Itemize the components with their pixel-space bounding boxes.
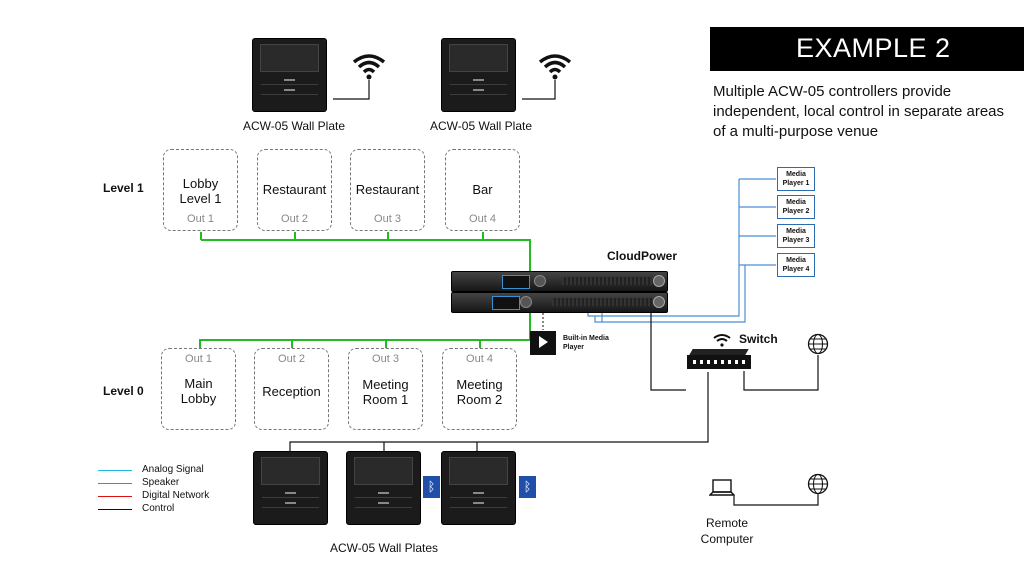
bluetooth-icon: ᛒ: [519, 476, 536, 498]
wifi-icon: [538, 52, 572, 85]
zone-level1-out3: Restaurant Out 3: [350, 149, 425, 231]
zone-name: Restaurant: [355, 182, 420, 197]
wifi-icon: [713, 333, 731, 352]
zone-level0-out2: Out 2 Reception: [254, 348, 329, 430]
example-title: EXAMPLE 2: [796, 33, 951, 63]
wall-plate-bottom-2: [347, 452, 420, 524]
globe-icon: [807, 333, 829, 360]
zone-level1-out2: Restaurant Out 2: [257, 149, 332, 231]
zone-out: Out 3: [374, 213, 401, 225]
wall-plate-bottom-3: [442, 452, 515, 524]
builtin-media-player: [530, 331, 556, 355]
zone-out: Out 1: [187, 213, 214, 225]
zone-name: Meeting Room 2: [456, 377, 503, 407]
zone-name: Reception: [262, 384, 321, 399]
legend-analog-label: Analog Signal: [142, 464, 204, 475]
wall-plate-top-1-label: ACW-05 Wall Plate: [243, 119, 346, 133]
example-banner: EXAMPLE 2: [710, 27, 1024, 71]
zone-level1-out1: Lobby Level 1 Out 1: [163, 149, 238, 231]
zone-level0-out4: Out 4 Meeting Room 2: [442, 348, 517, 430]
zone-name: Restaurant: [262, 182, 327, 197]
speaker-bus-level0: [199, 312, 531, 348]
wire-plate1-wifi: [333, 80, 370, 100]
cloudpower-amplifier: [451, 271, 668, 313]
zone-name: Bar: [472, 182, 493, 197]
wall-plate-bottom-1: [254, 452, 327, 524]
media-player-4: Media Player 4: [777, 253, 815, 277]
speaker-bus-level1: [200, 232, 531, 272]
zone-level0-out1: Out 1 Main Lobby: [161, 348, 236, 430]
wall-plate-top-2: [442, 39, 515, 111]
zone-name: Main Lobby: [180, 376, 217, 406]
example-description: Multiple ACW-05 controllers provide inde…: [713, 83, 1005, 140]
media-player-2: Media Player 2: [777, 195, 815, 219]
legend-speaker-line: [98, 483, 132, 484]
wall-plate-top-1: [253, 39, 326, 111]
builtin-player-label: Built-in Media Player: [563, 335, 609, 351]
laptop-icon: [708, 478, 736, 503]
wall-plates-bottom-label: ACW-05 Wall Plates: [330, 541, 439, 555]
media-player-3: Media Player 3: [777, 224, 815, 248]
legend-speaker-label: Speaker: [142, 477, 180, 488]
amplifier-label: CloudPower: [607, 249, 678, 263]
legend-control-line: [98, 509, 132, 510]
media-player-1: Media Player 1: [777, 167, 815, 191]
legend-digital-label: Digital Network: [142, 490, 210, 501]
zone-out: Out 4: [466, 353, 493, 365]
zone-name: Lobby Level 1: [179, 176, 222, 206]
switch-label: Switch: [739, 332, 778, 346]
wire-plate2-wifi: [522, 80, 556, 100]
legend-digital-line: [98, 496, 132, 497]
remote-computer-label: Remote Computer: [700, 516, 754, 546]
wall-plate-top-2-label: ACW-05 Wall Plate: [430, 119, 533, 133]
wifi-icon: [352, 52, 386, 85]
zone-out: Out 4: [469, 213, 496, 225]
network-switch: [683, 349, 755, 371]
play-icon: [539, 336, 548, 348]
zone-out: Out 1: [185, 353, 212, 365]
control-bus: [289, 313, 819, 506]
bluetooth-icon: ᛒ: [423, 476, 440, 498]
zone-out: Out 3: [372, 353, 399, 365]
legend-control-label: Control: [142, 503, 175, 514]
zone-out: Out 2: [281, 213, 308, 225]
legend-analog-line: [98, 470, 132, 471]
level1-label: Level 1: [103, 181, 144, 195]
zone-level1-out4: Bar Out 4: [445, 149, 520, 231]
globe-icon: [807, 473, 829, 500]
zone-out: Out 2: [278, 353, 305, 365]
zone-name: Meeting Room 1: [362, 377, 409, 407]
zone-level0-out3: Out 3 Meeting Room 1: [348, 348, 423, 430]
level0-label: Level 0: [103, 384, 144, 398]
